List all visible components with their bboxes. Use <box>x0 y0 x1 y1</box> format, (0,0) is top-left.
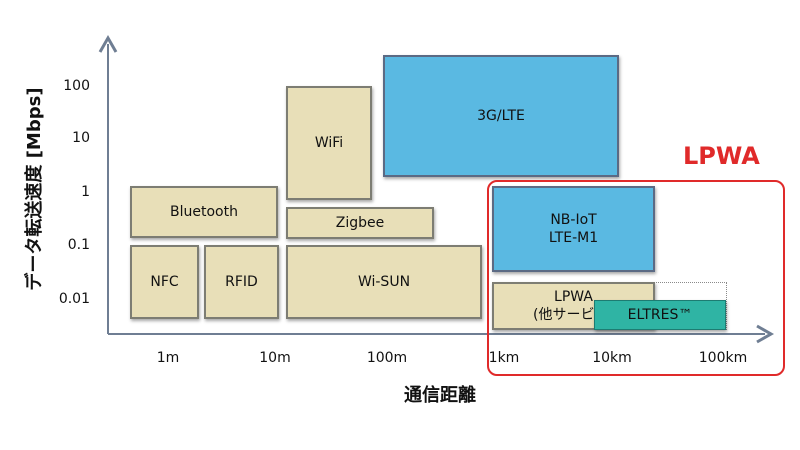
x-tick-10m: 10m <box>259 350 291 366</box>
x-tick-100km: 100km <box>698 350 748 366</box>
x-tick-100m: 100m <box>366 350 408 366</box>
box-rfid: RFID <box>204 245 279 319</box>
box-wifi: WiFi <box>286 86 372 200</box>
y-tick-0.01: 0.01 <box>58 291 90 307</box>
x-tick-1m: 1m <box>156 350 180 366</box>
box-wisun: Wi-SUN <box>286 245 482 319</box>
box-zigbee: Zigbee <box>286 207 434 239</box>
y-tick-0.1: 0.1 <box>67 237 90 253</box>
y-tick-10: 10 <box>72 130 90 146</box>
y-tick-1: 1 <box>81 184 90 200</box>
x-tick-1km: 1km <box>488 350 520 366</box>
box-bluetooth: Bluetooth <box>130 186 278 238</box>
lpwa-highlight-frame <box>487 180 785 376</box>
y-tick-100: 100 <box>63 78 90 94</box>
box-3g-lte: 3G/LTE <box>383 55 619 177</box>
box-eltres: ELTRES™ <box>594 300 726 330</box>
x-tick-10km: 10km <box>592 350 632 366</box>
x-axis-title: 通信距離 <box>404 385 476 406</box>
lpwa-highlight-label: LPWA <box>683 142 760 170</box>
box-nb-iot: NB-IoT LTE-M1 <box>492 186 655 272</box>
box-nfc: NFC <box>130 245 199 319</box>
